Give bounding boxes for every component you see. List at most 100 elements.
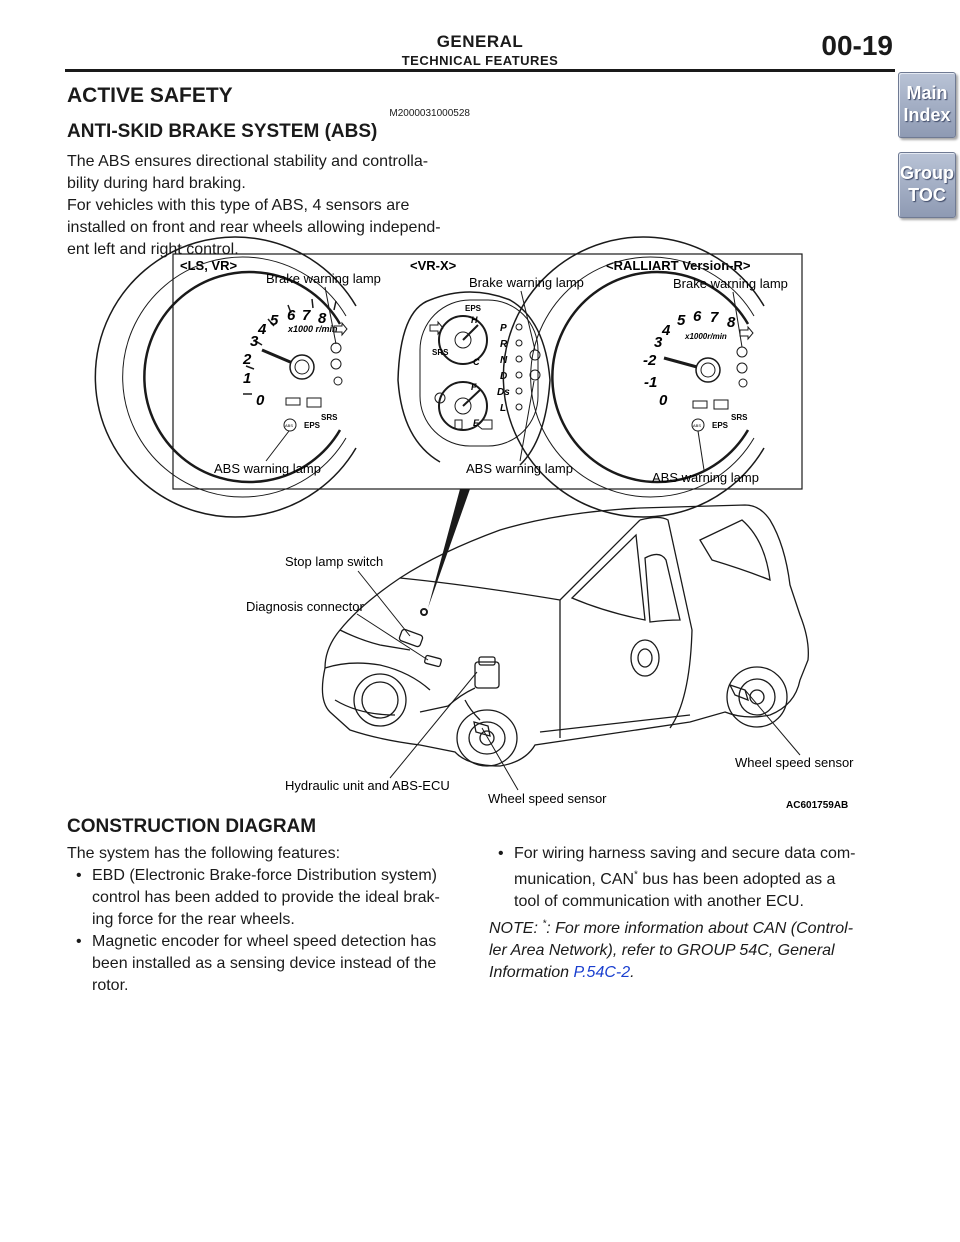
diagnosis-connector-label: Diagnosis connector (246, 599, 364, 614)
para-2-line-1: For vehicles with this type of ABS, 4 se… (67, 197, 410, 214)
figure-code: AC601759AB (786, 800, 848, 811)
note-text-1: : For more information about CAN (Contro… (546, 920, 854, 937)
note-text-3: Information (489, 964, 574, 981)
g1-tick-2: 2 (242, 351, 252, 368)
page-number: 00-19 (821, 30, 893, 61)
feature-can-line-2: munication, CAN* bus has been adopted as… (514, 869, 894, 891)
group-toc-label-1: Group (900, 163, 954, 183)
variant-label-3: <RALLIART Version-R> (606, 258, 751, 273)
para-1-line-2: bility during hard braking. (67, 175, 246, 192)
note-line-1: NOTE: *: For more information about CAN … (489, 918, 894, 940)
feature-list-right: For wiring harness saving and secure dat… (489, 843, 894, 913)
g3-tick-4: 4 (661, 322, 671, 339)
feature-ebd-line-2: control has been added to provide the id… (92, 889, 440, 906)
header-rule (65, 69, 895, 72)
g1-eps: EPS (304, 421, 321, 430)
section-title: GENERAL (436, 32, 524, 51)
g3-tick-2: -2 (643, 352, 657, 369)
feature-can-line-1: For wiring harness saving and secure dat… (514, 845, 856, 862)
brake-lamp-label-1: Brake warning lamp (266, 271, 381, 286)
gear-r: R (500, 339, 508, 350)
fuel-temp-gauge: EPS H C F E SRS P R N D Ds L (397, 291, 551, 466)
g1-tick-0: 0 (256, 392, 265, 409)
gear-ds: Ds (497, 387, 510, 398)
g1-tick-5: 5 (270, 312, 279, 329)
g3-tick-6: 6 (693, 308, 702, 325)
subsection-title: TECHNICAL FEATURES (401, 53, 559, 68)
construction-heading: CONSTRUCTION DIAGRAM (67, 816, 317, 837)
feature-encoder-line-3: rotor. (92, 977, 129, 994)
car-illustration (321, 504, 809, 767)
feature-encoder: Magnetic encoder for wheel speed detecti… (67, 931, 477, 997)
note-line-3: Information P.54C-2. (489, 962, 894, 984)
g1-tick-4: 4 (257, 321, 267, 338)
feature-can: For wiring harness saving and secure dat… (489, 843, 894, 913)
g2-temp-c: C (473, 357, 480, 367)
gear-l: L (500, 403, 506, 414)
front-wheel-sensor-label: Wheel speed sensor (488, 791, 607, 806)
group-toc-label-2: TOC (908, 185, 946, 205)
para-2-line-2: installed on front and rear wheels allow… (67, 219, 441, 236)
feature-encoder-line-1: Magnetic encoder for wheel speed detecti… (92, 933, 437, 950)
g1-tick-7: 7 (302, 307, 311, 324)
note-end: . (630, 964, 635, 981)
feature-can-line-3: tool of communication with another ECU. (514, 893, 804, 910)
construction-right-column: For wiring harness saving and secure dat… (489, 843, 894, 984)
g3-srs: SRS (731, 413, 748, 422)
g3-tick-8: 8 (727, 314, 736, 331)
main-index-label-2: Index (903, 105, 951, 125)
main-index-label-1: Main (906, 83, 948, 103)
feature-encoder-line-2: been installed as a sensing device inste… (92, 955, 437, 972)
reference-link[interactable]: P.54C-2 (573, 964, 631, 981)
gear-p: P (500, 323, 507, 334)
note-label: NOTE: (489, 920, 543, 937)
feature-ebd-line-3: ing force for the rear wheels. (92, 911, 295, 928)
g3-tick-3: 3 (654, 334, 663, 351)
note-asterisk: * (542, 918, 547, 930)
g3-abs: ABS (693, 423, 701, 428)
gear-n: N (500, 355, 508, 366)
g1-tick-1: 1 (243, 370, 251, 387)
can-asterisk: * (634, 869, 638, 881)
g1-abs: ABS (285, 423, 293, 428)
note: NOTE: *: For more information about CAN … (489, 918, 894, 984)
rear-wheel-sensor-label: Wheel speed sensor (735, 755, 854, 770)
g1-unit: x1000 r/min (287, 324, 338, 334)
tachometer-3: 0 -1 -2 3 4 5 6 7 8 x1000r/min SRS ABS E… (502, 236, 765, 518)
g3-tick-1: -1 (644, 374, 657, 391)
g3-eps: EPS (712, 421, 729, 430)
g3-tick-7: 7 (710, 309, 719, 326)
construction-intro: The system has the following features: (67, 845, 341, 862)
g1-tick-3: 3 (250, 333, 259, 350)
intro-text: The ABS ensures directional stability an… (67, 151, 487, 261)
stop-lamp-switch-label: Stop lamp switch (285, 554, 383, 569)
page-heading: ACTIVE SAFETY (67, 84, 233, 107)
callout-pointer (428, 489, 470, 608)
main-index-button[interactable]: Main Index (898, 72, 956, 138)
construction-left-column: The system has the following features: E… (67, 843, 477, 997)
group-toc-button[interactable]: Group TOC (898, 152, 956, 218)
g2-fuel-e: E (473, 418, 480, 428)
g2-srs: SRS (432, 348, 449, 357)
brake-lamp-label-2: Brake warning lamp (469, 275, 584, 290)
abs-lamp-label-3: ABS warning lamp (652, 470, 759, 485)
g3-unit: x1000r/min (684, 332, 727, 341)
cluster-inset-box (172, 253, 803, 490)
g3-tick-5: 5 (677, 312, 686, 329)
note-line-2: ler Area Network), refer to GROUP 54C, G… (489, 942, 835, 959)
hydraulic-unit-label: Hydraulic unit and ABS-ECU (285, 778, 450, 793)
abs-lamp-label-2: ABS warning lamp (466, 461, 573, 476)
g1-tick-6: 6 (287, 307, 296, 324)
feature-list-left: EBD (Electronic Brake-force Distribution… (67, 865, 477, 997)
brake-lamp-label-3: Brake warning lamp (673, 276, 788, 291)
feature-ebd: EBD (Electronic Brake-force Distribution… (67, 865, 477, 931)
g2-temp-h: H (471, 315, 478, 325)
doc-code: M2000031000528 (389, 108, 470, 119)
feature-ebd-line-1: EBD (Electronic Brake-force Distribution… (92, 867, 437, 884)
gear-d: D (500, 371, 507, 382)
can-text-2: bus has been adopted as a (642, 871, 836, 888)
g3-tick-0: 0 (659, 392, 668, 409)
subheading-abs: ANTI-SKID BRAKE SYSTEM (ABS) (67, 121, 378, 142)
g1-tick-8: 8 (318, 310, 327, 327)
para-1-line-1: The ABS ensures directional stability an… (67, 153, 429, 170)
